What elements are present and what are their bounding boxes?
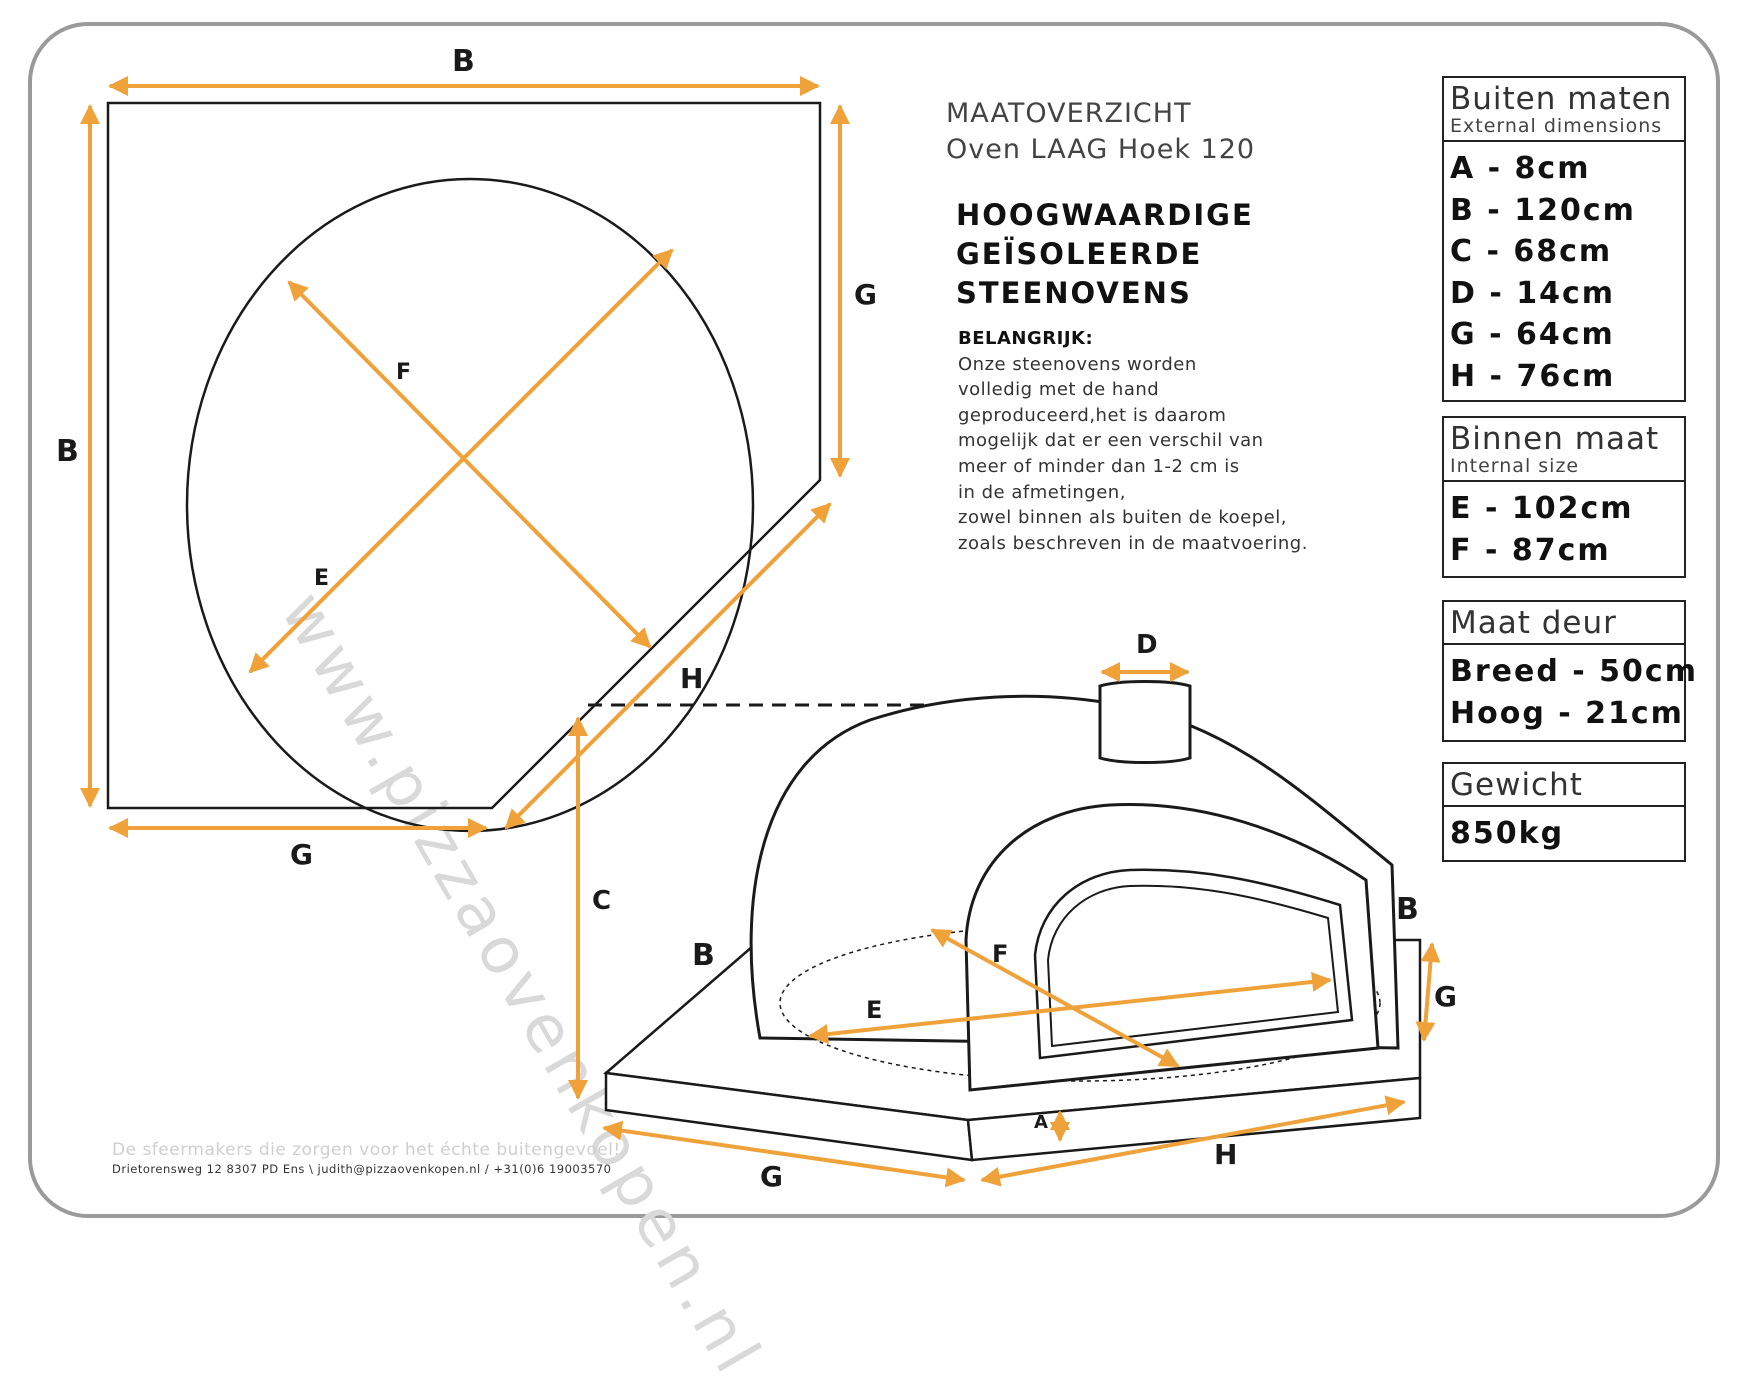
label-oven-B-right: B [1396,892,1419,927]
arrow-top-F [287,280,652,649]
label-diag-H: H [680,662,704,695]
label-oven-G-bottom: G [760,1160,783,1193]
external-dimensions-header: Buiten maten External dimensions [1444,78,1684,142]
door-size-list: Breed - 50cm Hoog - 21cm [1444,645,1698,736]
internal-size-header: Binnen maat Internal size [1444,418,1684,482]
label-oven-A: A [1034,1112,1048,1133]
oven-chimney [1098,680,1192,764]
notice-line: Onze steenovens worden [958,353,1197,375]
external-dimensions-subtitle: External dimensions [1450,115,1663,137]
label-top-E: E [314,566,330,591]
headline-line-2: GEÏSOLEERDE [956,237,1203,271]
weight-box: Gewicht 850kg [1442,762,1686,862]
weight-header: Gewicht [1444,764,1684,807]
external-dimensions-title: Buiten maten [1450,81,1673,117]
weight-list: 850kg [1444,807,1684,857]
arrow-oven-H-bottom [980,1095,1406,1187]
spec-row: Breed - 50cm [1450,654,1698,689]
footer-slogan: De sfeermakers die zorgen voor het échte… [112,1140,621,1160]
external-dimensions-box: Buiten maten External dimensions A - 8cm… [1442,76,1686,402]
internal-size-title: Binnen maat [1450,421,1660,457]
label-oven-B-left: B [692,938,715,973]
label-oven-F: F [992,940,1009,968]
important-notice: BELANGRIJK: Onze steenovens worden volle… [958,326,1308,556]
label-side-C: C [592,886,612,916]
label-bottom-G: G [290,838,313,871]
footer-address: Drietorensweg 12 8307 PD Ens \ judith@pi… [112,1162,612,1176]
spec-row: F - 87cm [1450,532,1611,568]
notice-line: zoals beschreven in de maatvoering. [958,532,1308,554]
headline-line-1: HOOGWAARDIGE [956,198,1254,232]
spec-row: Hoog - 21cm [1450,695,1684,731]
spec-row: A - 8cm [1450,151,1591,186]
spec-row: D - 14cm [1450,275,1616,311]
arrow-top-E [248,248,674,674]
notice-line: mogelijk dat er een verschil van [958,430,1264,452]
notice-line: meer of minder dan 1-2 cm is [958,455,1240,477]
title-line-2: Oven LAAG Hoek 120 [946,134,1256,165]
notice-heading: BELANGRIJK: [958,328,1094,349]
spec-row: B - 120cm [1450,192,1636,228]
spec-row: G - 64cm [1450,317,1615,352]
notice-line: in de afmetingen, [958,481,1126,503]
title-block: MAATOVERZICHT Oven LAAG Hoek 120 [946,96,1255,168]
internal-size-list: E - 102cm F - 87cm [1444,482,1684,573]
spec-row: 850kg [1450,816,1565,851]
headline: HOOGWAARDIGE GEÏSOLEERDE STEENOVENS [956,196,1254,313]
label-chimney-D: D [1136,630,1158,660]
notice-line: volledig met de hand [958,379,1160,401]
internal-size-subtitle: Internal size [1450,455,1580,477]
label-top-B: B [452,44,475,79]
page-frame [28,22,1720,1218]
external-dimensions-list: A - 8cm B - 120cm C - 68cm D - 14cm G - … [1444,142,1684,399]
door-size-box: Maat deur Breed - 50cm Hoog - 21cm [1442,600,1698,742]
dimension-drawing [80,76,1441,1188]
spec-row: H - 76cm [1450,358,1616,394]
footer: De sfeermakers die zorgen voor het échte… [112,1140,621,1176]
top-view-oven-floor [185,177,755,833]
notice-line: zowel binnen als buiten de koepel, [958,507,1287,529]
label-top-F: F [396,360,412,385]
weight-title: Gewicht [1450,767,1583,803]
label-right-G: G [854,278,877,311]
spec-row: E - 102cm [1450,491,1634,526]
label-oven-E: E [866,996,883,1024]
arrow-oven-G-right [1415,942,1441,1042]
internal-size-box: Binnen maat Internal size E - 102cm F - … [1442,416,1686,578]
door-size-header: Maat deur [1444,602,1684,645]
title-line-1: MAATOVERZICHT [946,98,1192,129]
label-oven-H-bottom: H [1214,1138,1238,1171]
headline-line-3: STEENOVENS [956,276,1192,310]
spec-row: C - 68cm [1450,234,1613,269]
door-size-title: Maat deur [1450,605,1617,641]
arrow-oven-E [808,971,1332,1045]
notice-line: geproduceerd,het is daarom [958,404,1227,426]
label-oven-G-right: G [1434,980,1457,1013]
arrow-oven-G-bottom [602,1120,966,1188]
label-left-B: B [56,434,79,469]
